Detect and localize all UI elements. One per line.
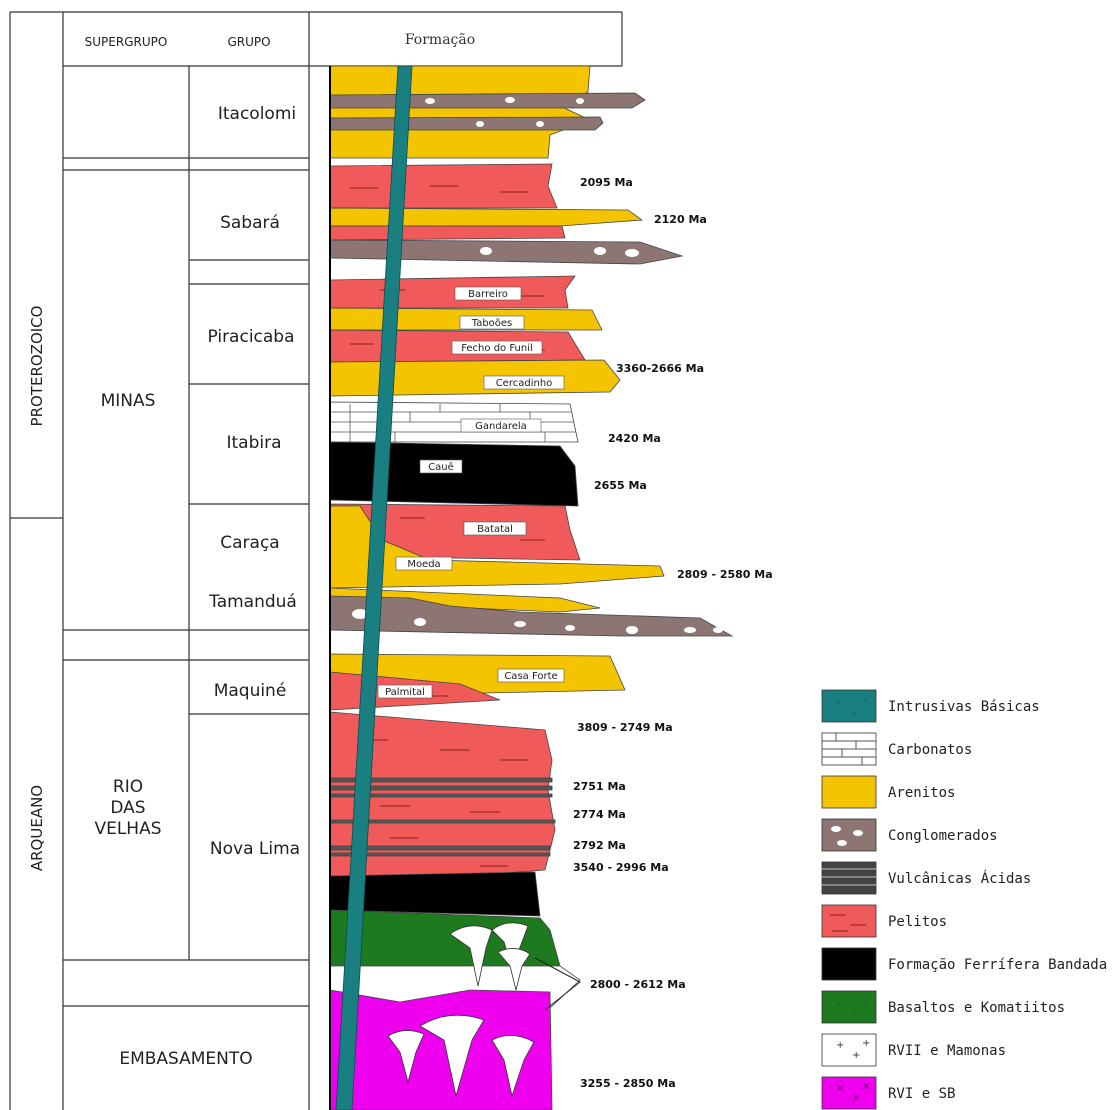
legend-swatch-pelitos — [822, 905, 876, 937]
svg-text:⸝: ⸝ — [836, 997, 841, 1008]
age-3255-2850: 3255 - 2850 Ma — [580, 1077, 676, 1090]
svg-text:⸝: ⸝ — [836, 696, 841, 707]
legend-label-rvi: RVI e SB — [888, 1086, 955, 1102]
age-2800-2612: 2800 - 2612 Ma — [590, 978, 686, 991]
legend-item-carbonatos: Carbonatos — [822, 733, 972, 765]
svg-text:⸝: ⸝ — [852, 1007, 857, 1018]
legend-swatch-conglomerados — [822, 819, 876, 851]
legend-label-vulcanicas: Vulcânicas Ácidas — [888, 870, 1031, 887]
group-itabira: Itabira — [226, 433, 281, 453]
svg-text:+: + — [836, 1040, 844, 1051]
group-piracicaba: Piracicaba — [207, 327, 294, 347]
layer-itacolomi-conglomerado-1 — [330, 93, 645, 108]
svg-text:×: × — [852, 1093, 860, 1104]
legend-swatch-basaltos — [822, 991, 876, 1023]
legend-label-conglomerados: Conglomerados — [888, 828, 998, 844]
supergroup-rio-das-velhas-line3: VELHAS — [94, 819, 161, 839]
layer-sabara-pelito-2 — [330, 226, 565, 240]
supergroup-rio-das-velhas-line2: DAS — [110, 798, 145, 818]
legend-item-conglomerados: Conglomerados — [822, 819, 998, 851]
svg-text:⸝: ⸝ — [852, 706, 857, 717]
formation-barreiro: Barreiro — [468, 289, 508, 300]
age-2095: 2095 Ma — [580, 176, 633, 189]
svg-text:+: + — [852, 1050, 860, 1061]
legend: ⸝ ⸝ ⸝ Intrusivas BásicasCarbonatosArenitosC… — [822, 690, 1107, 1109]
svg-text:⸝: ⸝ — [862, 995, 867, 1006]
age-3809-2749: 3809 - 2749 Ma — [577, 721, 673, 734]
age-3360-2666: 3360-2666 Ma — [616, 362, 704, 375]
layer-itacolomi-arenito — [330, 66, 590, 158]
age-2120: 2120 Ma — [654, 213, 707, 226]
group-nova-lima: Nova Lima — [210, 839, 300, 859]
header-supergrupo: SUPERGRUPO — [85, 35, 168, 49]
formation-caue: Cauê — [428, 461, 454, 473]
header-grupo: GRUPO — [227, 35, 270, 49]
svg-text:+: + — [862, 1038, 870, 1049]
group-tamandua: Tamanduá — [208, 592, 297, 612]
layer-cercadinho — [330, 360, 620, 396]
supergroup-embasamento: EMBASAMENTO — [119, 1049, 252, 1069]
formation-gandarela: Gandarela — [475, 421, 527, 432]
legend-swatch-vulcanicas — [822, 862, 876, 894]
group-caraca: Caraça — [220, 533, 279, 553]
age-2420: 2420 Ma — [608, 432, 661, 445]
eon-proterozoico: PROTEROZOICO — [28, 306, 46, 427]
legend-label-intrusivas: Intrusivas Básicas — [888, 699, 1040, 715]
layer-itacolomi-conglomerado-2 — [330, 117, 603, 130]
formation-casa-forte: Casa Forte — [504, 671, 557, 682]
legend-label-carbonatos: Carbonatos — [888, 742, 972, 758]
legend-swatch-intrusivas — [822, 690, 876, 722]
formation-moeda: Moeda — [407, 559, 440, 570]
age-2792: 2792 Ma — [573, 839, 626, 852]
age-2655: 2655 Ma — [594, 479, 647, 492]
legend-label-pelitos: Pelitos — [888, 914, 947, 930]
formation-cercadinho: Cercadinho — [496, 378, 553, 389]
age-2809-2580: 2809 - 2580 Ma — [677, 568, 773, 581]
formation-fecho-do-funil: Fecho do Funil — [461, 343, 533, 354]
group-sabara: Sabará — [220, 213, 280, 233]
svg-text:×: × — [836, 1083, 844, 1094]
group-maquine: Maquiné — [214, 681, 287, 701]
svg-text:⸝: ⸝ — [862, 694, 867, 705]
legend-swatch-arenitos — [822, 776, 876, 808]
layer-sabara-arenito — [330, 208, 642, 226]
layer-barreiro — [330, 276, 575, 308]
legend-item-ferrifera: Formação Ferrífera Bandada — [822, 948, 1107, 980]
legend-label-rvii: RVII e Mamonas — [888, 1043, 1006, 1059]
legend-item-rvi: ×××RVI e SB — [822, 1077, 955, 1109]
legend-item-vulcanicas: Vulcânicas Ácidas — [822, 862, 1031, 894]
formation-palmital: Palmital — [385, 687, 425, 698]
legend-swatch-ferrifera — [822, 948, 876, 980]
legend-item-rvii: +++RVII e Mamonas — [822, 1034, 1006, 1066]
legend-item-pelitos: Pelitos — [822, 905, 947, 937]
formation-taboes: Taboões — [471, 318, 513, 329]
group-itacolomi: Itacolomi — [218, 104, 296, 124]
eon-arqueano: ARQUEANO — [28, 785, 46, 871]
age-2751: 2751 Ma — [573, 780, 626, 793]
legend-label-basaltos: Basaltos e Komatiitos — [888, 1000, 1065, 1016]
formation-batatal: Batatal — [477, 524, 513, 535]
header-formacao: Formação — [405, 32, 475, 48]
supergroup-rio-das-velhas-line1: RIO — [113, 777, 143, 797]
age-3540-2996: 3540 - 2996 Ma — [573, 861, 669, 874]
legend-item-arenitos: Arenitos — [822, 776, 955, 808]
layer-caue — [330, 442, 578, 506]
legend-label-ferrifera: Formação Ferrífera Bandada — [888, 957, 1107, 973]
age-2774: 2774 Ma — [573, 808, 626, 821]
supergroup-minas: MINAS — [101, 391, 156, 411]
svg-text:×: × — [862, 1081, 870, 1092]
legend-item-intrusivas: ⸝ ⸝ ⸝ Intrusivas Básicas — [822, 690, 1040, 722]
legend-label-arenitos: Arenitos — [888, 785, 955, 801]
legend-item-basaltos: ⸝ ⸝ ⸝ Basaltos e Komatiitos — [822, 991, 1065, 1023]
